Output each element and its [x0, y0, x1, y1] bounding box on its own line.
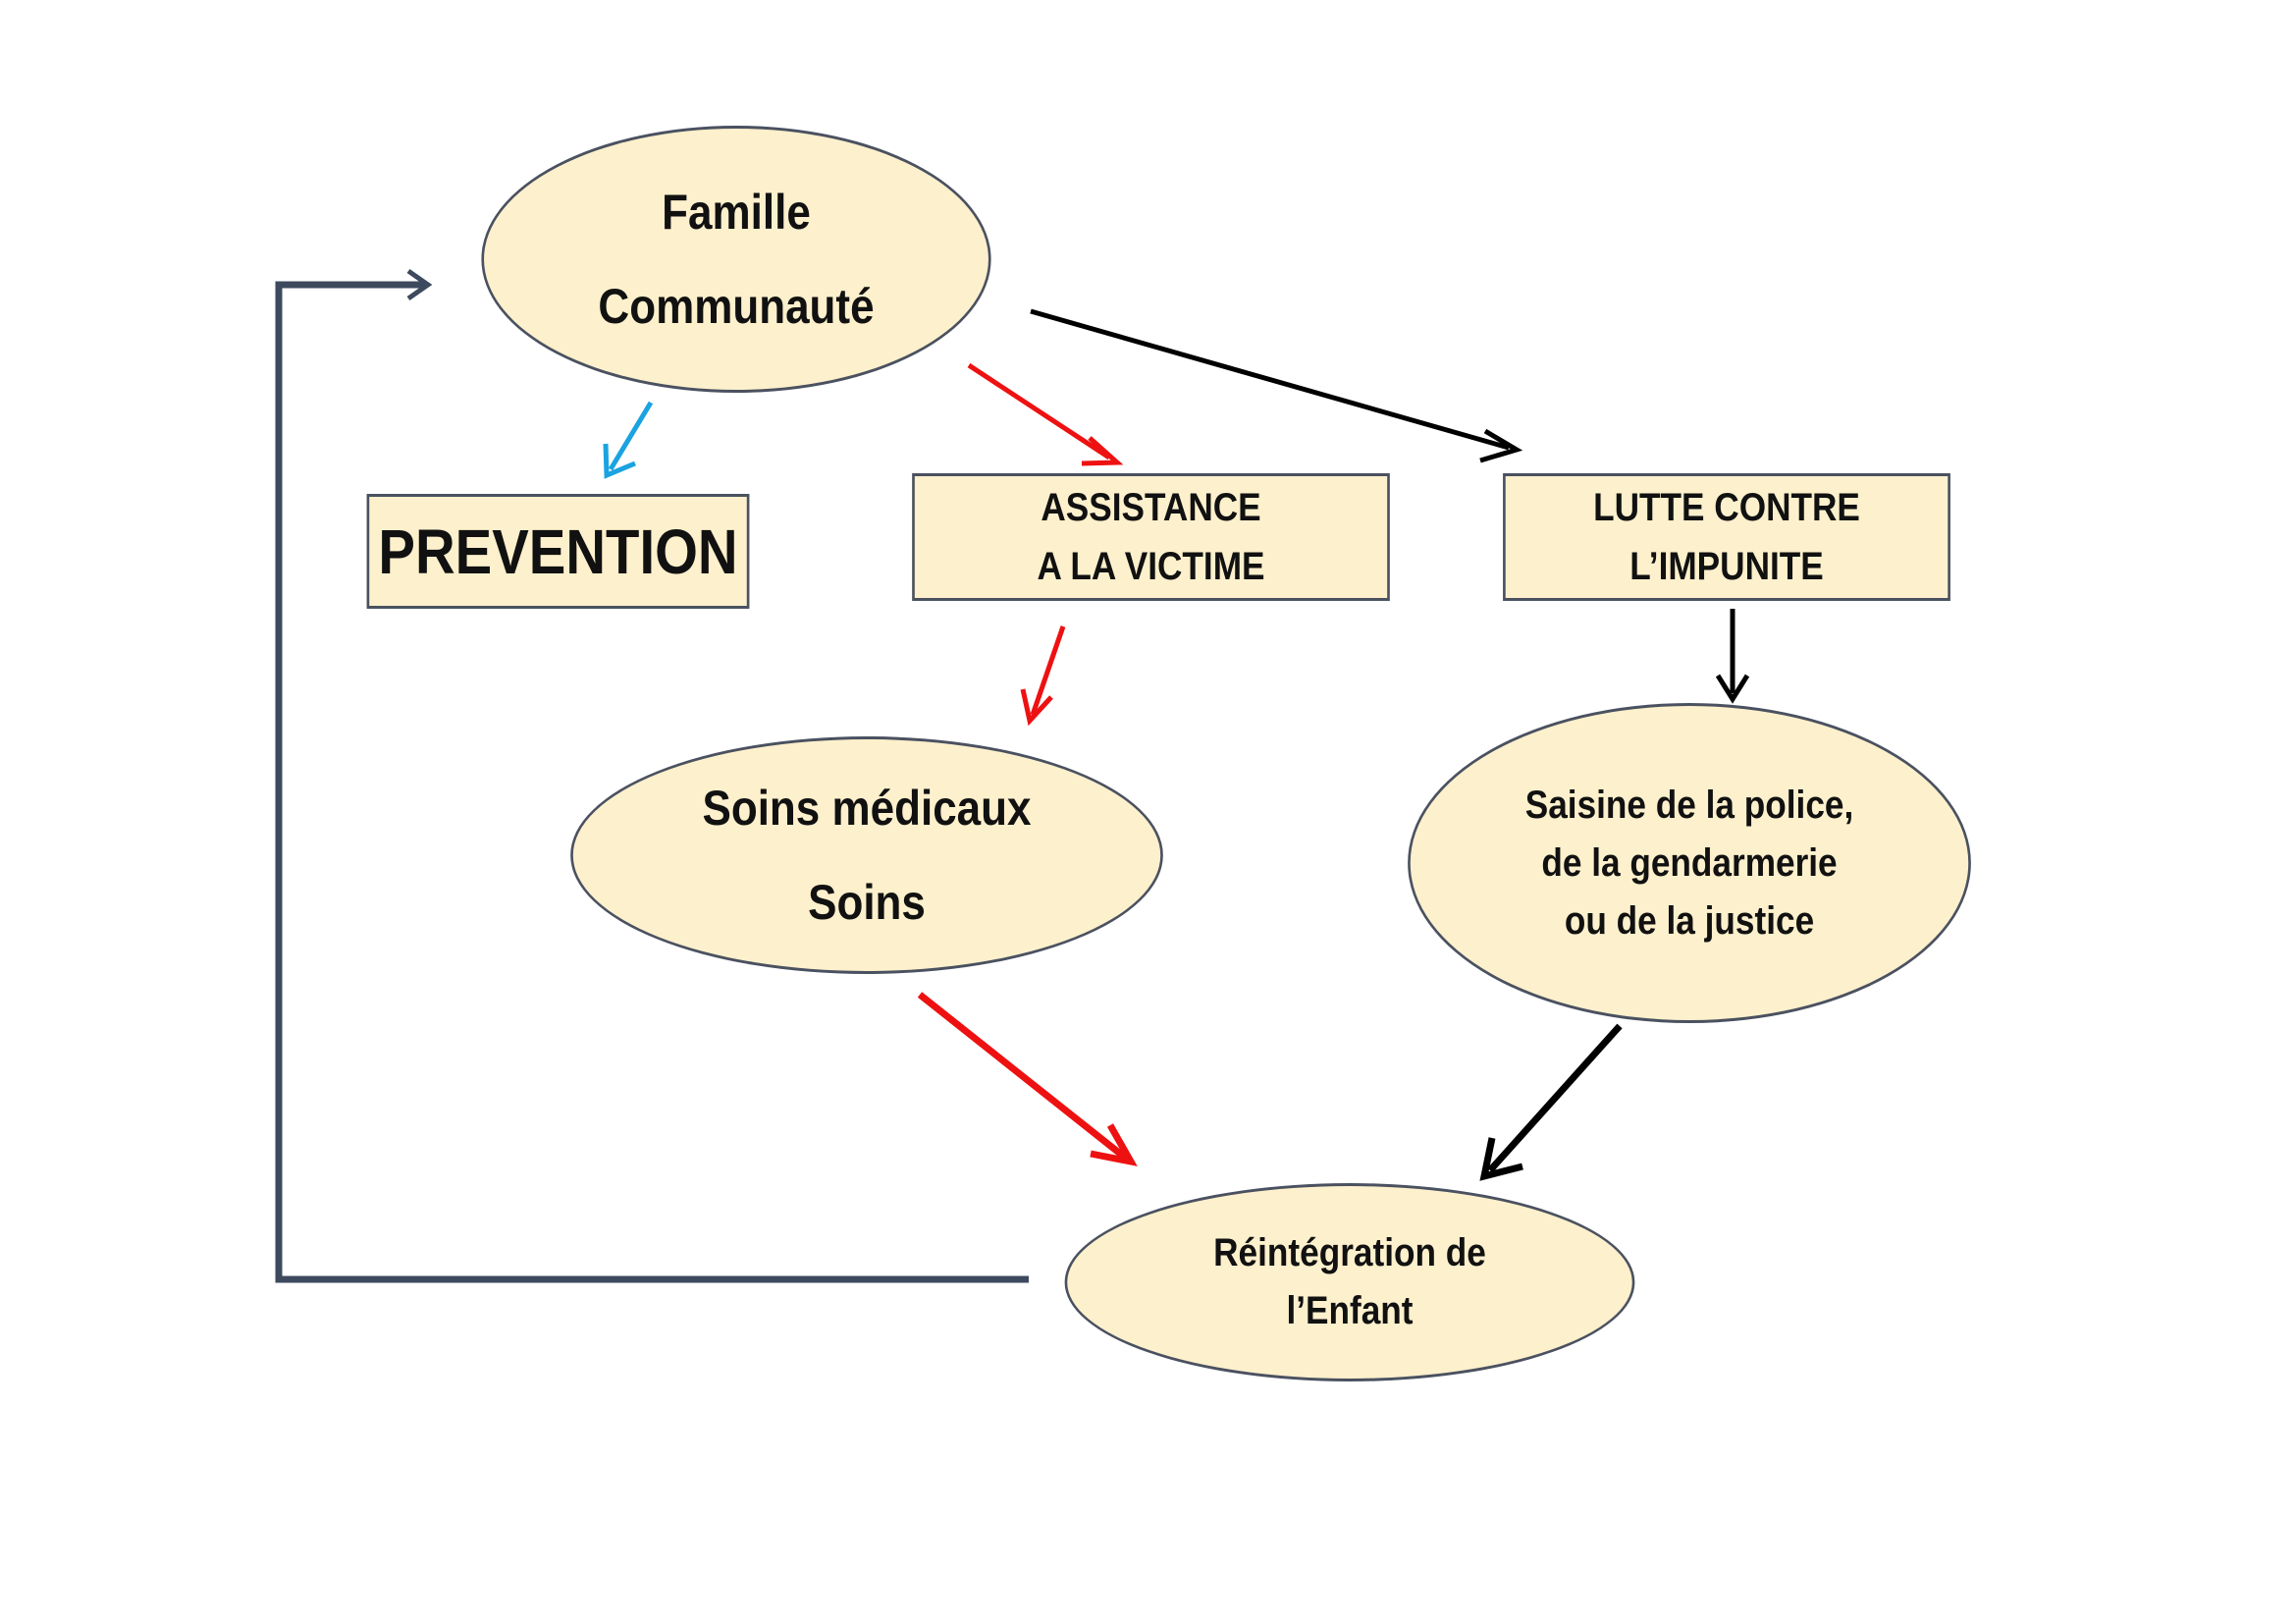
- soins-label-line2: Soins: [808, 875, 926, 930]
- node-soins-medicaux: Soins médicaux Soins: [570, 736, 1163, 974]
- arrow-saisine-to-reintegration: [1487, 1023, 1623, 1173]
- node-lutte-impunite: LUTTE CONTRE L’IMPUNITE: [1503, 473, 1950, 601]
- lutte-label-line1: LUTTE CONTRE: [1593, 486, 1860, 529]
- node-prevention: PREVENTION: [366, 494, 750, 609]
- arrow-famille-to-lutte: [1030, 308, 1510, 451]
- node-famille-communaute: Famille Communauté: [481, 126, 991, 393]
- prevention-label: PREVENTION: [378, 515, 738, 587]
- arrowhead-saisine-to-reintegration: [1479, 1137, 1523, 1181]
- arrowhead-famille-to-lutte: [1479, 428, 1523, 463]
- reintegration-label-line2: l’Enfant: [1286, 1289, 1414, 1332]
- saisine-label-line3: ou de la justice: [1564, 898, 1815, 943]
- saisine-label-line2: de la gendarmerie: [1541, 840, 1838, 885]
- arrowhead-lutte-to-saisine: [1715, 674, 1750, 704]
- node-reintegration-enfant: Réintégration de l’Enfant: [1064, 1183, 1635, 1381]
- arrowhead-reintegration-to-famille: [406, 268, 433, 301]
- communaute-label: Communauté: [598, 279, 875, 334]
- lutte-label-line2: L’IMPUNITE: [1629, 545, 1824, 588]
- arrow-reintegration-to-famille: [275, 281, 1029, 1283]
- arrow-famille-to-prevention: [608, 401, 654, 471]
- arrow-assistance-to-soins: [1030, 625, 1066, 716]
- arrow-famille-to-assistance: [967, 362, 1111, 460]
- arrowhead-famille-to-prevention: [603, 443, 636, 479]
- node-saisine-police-justice: Saisine de la police, de la gendarmerie …: [1408, 703, 1971, 1023]
- arrowhead-soins-to-reintegration: [1090, 1123, 1138, 1166]
- assistance-label-line2: A LA VICTIME: [1037, 545, 1265, 588]
- arrowhead-famille-to-assistance: [1081, 436, 1124, 466]
- arrow-soins-to-reintegration: [917, 992, 1127, 1160]
- saisine-label-line1: Saisine de la police,: [1524, 783, 1854, 827]
- famille-label: Famille: [662, 185, 811, 240]
- reintegration-label-line1: Réintégration de: [1213, 1231, 1486, 1274]
- node-assistance-victime: ASSISTANCE A LA VICTIME: [912, 473, 1390, 601]
- arrowhead-assistance-to-soins: [1020, 688, 1053, 727]
- soins-label-line1: Soins médicaux: [702, 781, 1032, 836]
- assistance-label-line1: ASSISTANCE: [1041, 486, 1261, 529]
